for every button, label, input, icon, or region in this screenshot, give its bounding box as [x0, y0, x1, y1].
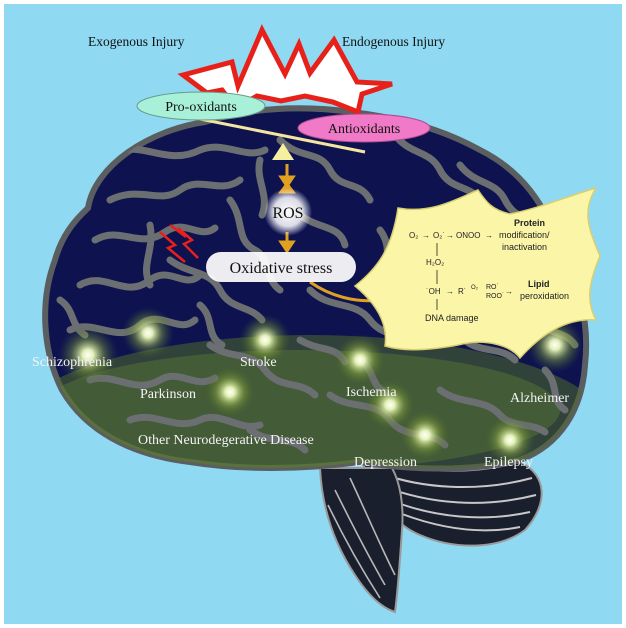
disease-epilepsy: Epilepsy [484, 455, 533, 470]
disease-other-neurodegenerative: Other Neurodegerative Disease [138, 433, 314, 448]
chem-arrow-1: → [422, 231, 430, 240]
chem-o2-b: O₂ [471, 285, 479, 291]
chem-arrow-3: → [485, 231, 493, 240]
exogenous-injury-label: Exogenous Injury [88, 34, 185, 49]
chem-h2o2: H₂O₂ [426, 258, 444, 267]
ros-label: ROS [272, 205, 303, 222]
chem-lipid-line2: peroxidation [520, 291, 569, 301]
chem-protein-line3: inactivation [502, 242, 547, 252]
oxidative-stress-label: Oxidative stress [230, 260, 333, 277]
chem-protein-line2: modification/ [499, 230, 550, 240]
chem-roo: ROO˙ [486, 292, 504, 300]
chem-oh: ˙OH [426, 287, 441, 296]
disease-alzheimer: Alzheimer [510, 391, 569, 406]
pro-oxidants-label: Pro-oxidants [165, 100, 237, 115]
chem-dna: DNA damage [425, 313, 479, 323]
chem-arrow-4: → [446, 287, 454, 296]
chem-arrow-2: → [446, 231, 454, 240]
disease-ischemia: Ischemia [346, 385, 397, 400]
chem-protein-title: Protein [514, 218, 545, 228]
chem-onoo: ONOO [456, 231, 480, 240]
chem-ro: RO˙ [486, 283, 499, 291]
disease-stroke: Stroke [240, 355, 277, 370]
disease-depression: Depression [354, 455, 417, 470]
chem-o2: O₂ [409, 231, 418, 240]
disease-parkinson: Parkinson [140, 387, 196, 402]
chem-lipid-title: Lipid [528, 279, 550, 289]
antioxidants-label: Antioxidants [328, 122, 400, 137]
chem-r-radical: R˙ [458, 287, 466, 296]
chem-o2-radical: O₂˙ [433, 231, 445, 240]
endogenous-injury-label: Endogenous Injury [342, 34, 445, 49]
disease-schizophrenia: Schizophrenia [32, 355, 113, 370]
chem-arrow-5: → [505, 287, 513, 296]
